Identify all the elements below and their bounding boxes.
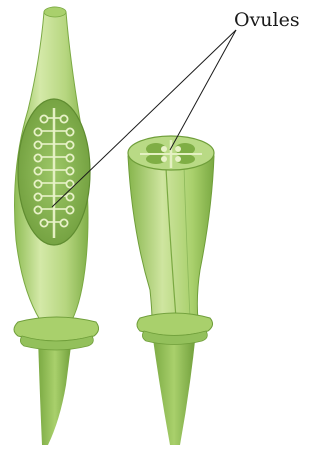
ovule — [161, 146, 167, 152]
pointer-line-right — [170, 30, 236, 150]
right-ovary-body — [128, 156, 214, 320]
left-stigma — [44, 7, 66, 17]
left-stalk — [38, 338, 72, 445]
ovules-label: Ovules — [234, 9, 300, 31]
ovule — [175, 146, 181, 152]
ovule — [175, 156, 181, 162]
right-stalk — [152, 332, 196, 445]
ovule — [161, 156, 167, 162]
pistil-transverse-section — [128, 136, 214, 445]
pistil-longitudinal-section — [14, 7, 99, 445]
